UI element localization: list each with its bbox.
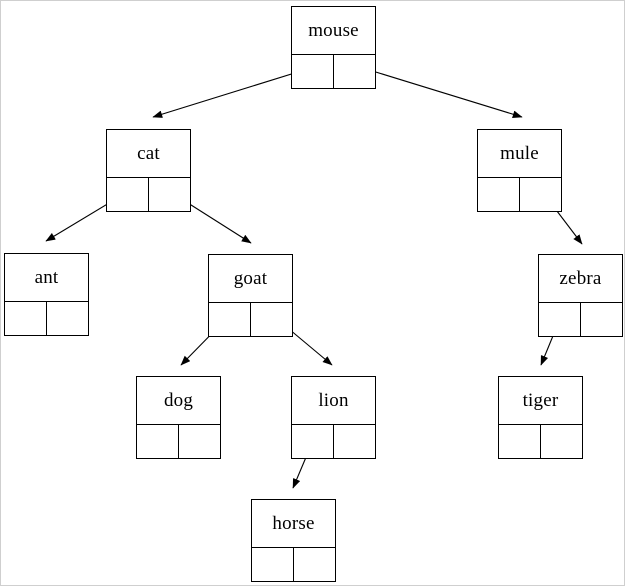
node-label: tiger [499, 377, 582, 425]
tree-node-mouse[interactable]: mouse [291, 6, 376, 89]
edge-mouse-to-mule [352, 64, 523, 118]
node-pointer-cells [292, 55, 375, 88]
right-pointer-cell[interactable] [47, 302, 89, 335]
edge-mouse-to-cat [152, 66, 315, 118]
node-pointer-cells [137, 425, 220, 458]
tree-node-goat[interactable]: goat [208, 254, 293, 337]
node-pointer-cells [209, 303, 292, 336]
left-pointer-cell[interactable] [292, 55, 334, 88]
right-pointer-cell[interactable] [334, 425, 376, 458]
node-label: zebra [539, 255, 622, 303]
left-pointer-cell[interactable] [5, 302, 47, 335]
right-pointer-cell[interactable] [294, 548, 336, 581]
node-label: mouse [292, 7, 375, 55]
node-pointer-cells [292, 425, 375, 458]
left-pointer-cell[interactable] [252, 548, 294, 581]
tree-node-lion[interactable]: lion [291, 376, 376, 459]
node-label: ant [5, 254, 88, 302]
left-pointer-cell[interactable] [499, 425, 541, 458]
node-pointer-cells [5, 302, 88, 335]
node-label: horse [252, 500, 335, 548]
tree-node-mule[interactable]: mule [477, 129, 562, 212]
left-pointer-cell[interactable] [539, 303, 581, 336]
left-pointer-cell[interactable] [478, 178, 520, 211]
tree-node-cat[interactable]: cat [106, 129, 191, 212]
node-label: mule [478, 130, 561, 178]
node-pointer-cells [252, 548, 335, 581]
node-pointer-cells [478, 178, 561, 211]
tree-node-horse[interactable]: horse [251, 499, 336, 582]
right-pointer-cell[interactable] [251, 303, 293, 336]
node-pointer-cells [539, 303, 622, 336]
node-pointer-cells [107, 178, 190, 211]
right-pointer-cell[interactable] [179, 425, 221, 458]
left-pointer-cell[interactable] [292, 425, 334, 458]
right-pointer-cell[interactable] [520, 178, 562, 211]
right-pointer-cell[interactable] [541, 425, 583, 458]
tree-node-tiger[interactable]: tiger [498, 376, 583, 459]
node-label: dog [137, 377, 220, 425]
node-label: lion [292, 377, 375, 425]
right-pointer-cell[interactable] [581, 303, 623, 336]
right-pointer-cell[interactable] [149, 178, 191, 211]
right-pointer-cell[interactable] [334, 55, 376, 88]
tree-node-dog[interactable]: dog [136, 376, 221, 459]
tree-node-zebra[interactable]: zebra [538, 254, 623, 337]
left-pointer-cell[interactable] [107, 178, 149, 211]
left-pointer-cell[interactable] [137, 425, 179, 458]
node-label: cat [107, 130, 190, 178]
node-label: goat [209, 255, 292, 303]
tree-node-ant[interactable]: ant [4, 253, 89, 336]
node-pointer-cells [499, 425, 582, 458]
left-pointer-cell[interactable] [209, 303, 251, 336]
